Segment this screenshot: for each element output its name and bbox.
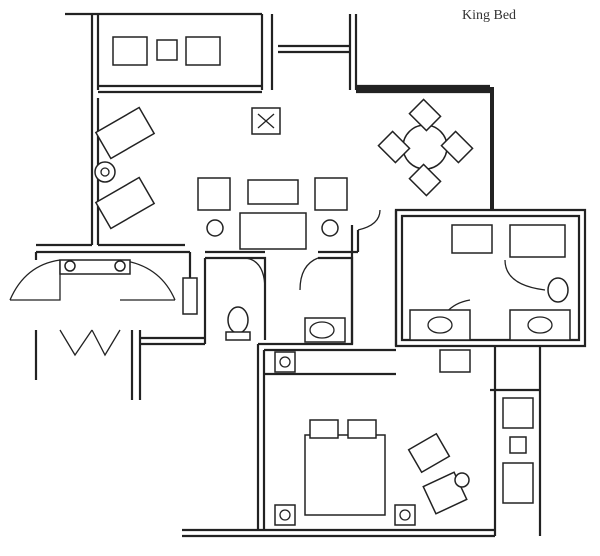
furniture (59, 36, 571, 526)
walls (34, 12, 587, 538)
doors (9, 209, 546, 357)
plan-title: King Bed (462, 8, 517, 23)
